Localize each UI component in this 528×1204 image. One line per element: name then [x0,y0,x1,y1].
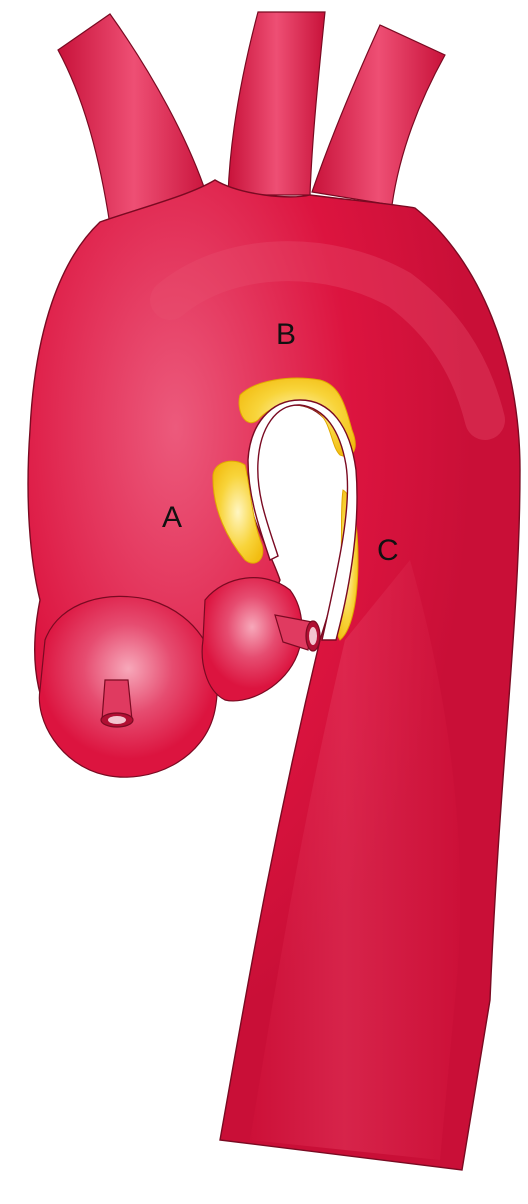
right-branch-vessel [312,25,445,205]
coronary-lumen-left [108,716,126,724]
middle-branch-vessel [228,12,325,195]
coronary-lumen-right [309,627,317,645]
label-a: A [162,503,182,533]
label-b: B [276,320,296,350]
label-c: C [377,536,399,566]
